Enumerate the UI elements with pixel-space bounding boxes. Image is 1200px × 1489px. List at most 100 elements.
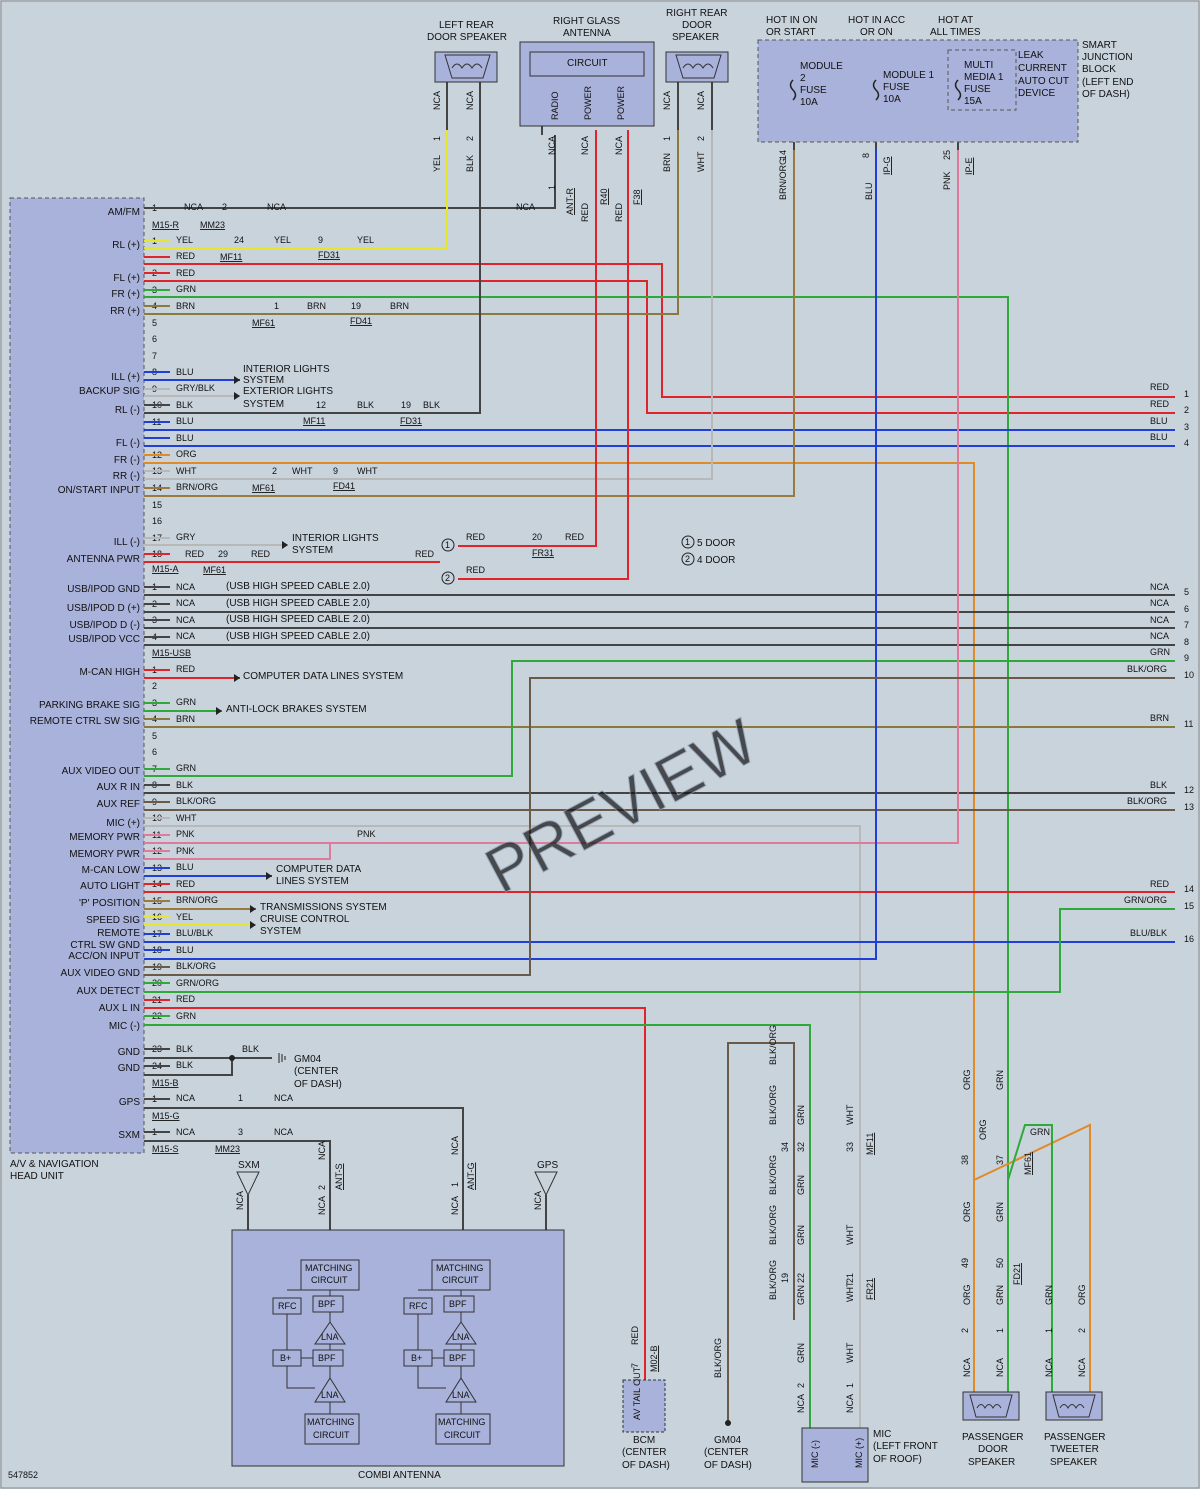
head-unit-pin-label: REMOTE xyxy=(97,928,140,939)
power-label-1: POWER xyxy=(583,85,593,120)
wire-vertical-label: NCA xyxy=(662,91,672,110)
radio-label: RADIO xyxy=(550,91,560,120)
conn-fd41: FD41 xyxy=(350,316,372,326)
wire-vertical-label: RED xyxy=(580,202,590,222)
wire-inline-label: BRN xyxy=(390,301,409,311)
conn-mf61-b: MF61 xyxy=(252,483,275,493)
wire-vertical-label: 7 xyxy=(630,1363,640,1368)
wire-inline-label: BLK xyxy=(176,1060,193,1070)
wire-inline-label: BRN xyxy=(176,301,195,311)
head-unit-pin-label: USB/IPOD VCC xyxy=(68,634,140,645)
system-note: LINES SYSTEM xyxy=(276,876,349,887)
head-unit-pin-label: M-CAN LOW xyxy=(82,865,141,876)
wire-inline-label: GRN xyxy=(176,284,196,294)
wire-inline-label: 1 xyxy=(274,301,279,311)
system-note: INTERIOR LIGHTS xyxy=(243,364,330,375)
wire-vertical-label: GRN xyxy=(796,1225,806,1245)
head-unit-pin-label: REMOTE CTRL SW SIG xyxy=(30,716,140,727)
leak-l2: CURRENT xyxy=(1018,63,1067,74)
left-rear-speaker-title-1: LEFT REAR xyxy=(439,20,494,31)
wire-inline-label: YEL xyxy=(176,235,193,245)
wire-vertical-label: PNK xyxy=(942,171,952,190)
wire-inline-label: 29 xyxy=(218,549,228,559)
wire-vertical-label: NCA xyxy=(1077,1358,1087,1377)
wire-inline-label: BLU xyxy=(176,945,194,955)
leak-l4: DEVICE xyxy=(1018,88,1056,99)
wire-inline-label: BLK xyxy=(176,1044,193,1054)
conn-mf61-pass: MF61 xyxy=(1023,1152,1033,1175)
gps-antenna-icon xyxy=(534,1171,558,1197)
conn-antg: ANT-G xyxy=(466,1162,476,1190)
head-unit-pin-label: AUX VIDEO OUT xyxy=(62,766,140,777)
bcm-title-3: OF DASH) xyxy=(622,1460,670,1471)
wire-inline-label: NCA xyxy=(176,598,195,608)
wire-path xyxy=(144,1007,646,1380)
wire-vertical-label: 34 xyxy=(780,1142,790,1152)
wire-inline-label: PNK xyxy=(176,846,195,856)
conn-fr31: FR31 xyxy=(532,548,554,558)
wire-inline-label: BRN xyxy=(1150,713,1169,723)
head-unit-pin-label: MIC (+) xyxy=(106,818,140,829)
wire-vertical-label: NCA xyxy=(614,136,624,155)
wire-path xyxy=(144,130,679,315)
wire-inline-label: NCA xyxy=(1150,598,1169,608)
ground-icon xyxy=(725,1420,731,1426)
conn-m15usb: M15-USB xyxy=(152,648,191,658)
conn-mf11-b: MF11 xyxy=(303,416,325,426)
wire-inline-label: YEL xyxy=(176,912,193,922)
lna-label: LNA xyxy=(452,1332,470,1342)
wire-inline-label: GRN xyxy=(176,697,196,707)
wire-inline-label: RED xyxy=(466,565,486,575)
wire-inline-label: BLK/ORG xyxy=(1127,664,1167,674)
wire-inline-label: RED xyxy=(466,532,486,542)
gm04-title-3: OF DASH) xyxy=(704,1460,752,1471)
hot-acc-title-1: HOT IN ACC xyxy=(848,15,905,26)
lna-label: LNA xyxy=(321,1332,339,1342)
conn-ipg: IP-G xyxy=(882,156,892,175)
wire-vertical-label: NCA xyxy=(696,91,706,110)
wire-vertical-label: NCA xyxy=(547,136,557,155)
wire-path xyxy=(144,280,1175,414)
gm04-side-1: GM04 xyxy=(294,1054,322,1065)
wire-vertical-label: BLU xyxy=(864,182,874,200)
wire-inline-label: 9 xyxy=(318,235,323,245)
conn-ants: ANT-S xyxy=(334,1163,344,1190)
bcm-inner-label: AV TAIL OUT xyxy=(632,1366,642,1420)
wire-inline-label: RED xyxy=(176,268,196,278)
system-note: ANTI-LOCK BRAKES SYSTEM xyxy=(226,704,367,715)
matching-label: MATCHING xyxy=(438,1417,485,1427)
wire-vertical-label: 1 xyxy=(547,185,557,190)
wire-vertical-label: WHT xyxy=(845,1281,855,1302)
wire-inline-label: 2 xyxy=(222,202,227,212)
mic-title-1: MIC xyxy=(873,1429,891,1440)
wire-inline-label: BLU/BLK xyxy=(1130,928,1167,938)
wire-vertical-label: BLK/ORG xyxy=(768,1025,778,1065)
wire-vertical-label: 1 xyxy=(450,1182,460,1187)
rfc-label: RFC xyxy=(278,1301,297,1311)
wire-vertical-label: BLK/ORG xyxy=(768,1085,778,1125)
wire-inline-label: 19 xyxy=(351,301,361,311)
wire-inline-label: ORG xyxy=(176,449,197,459)
right-terminal-number: 11 xyxy=(1184,719,1193,729)
wire-inline-label: 1 xyxy=(238,1093,243,1103)
head-unit-pin-label: MEMORY PWR xyxy=(69,832,140,843)
wire-inline-label: BLK xyxy=(176,400,193,410)
wire-vertical-label: WHT xyxy=(845,1224,855,1245)
wire-inline-label: NCA xyxy=(274,1127,293,1137)
option-2-icon xyxy=(441,571,455,585)
speaker-icon xyxy=(675,54,722,79)
wire-vertical-label: 2 xyxy=(317,1185,327,1190)
matching-circuit-box xyxy=(431,1259,491,1291)
wire-inline-label: RED xyxy=(251,549,271,559)
hot-start-title-1: HOT IN ON xyxy=(766,15,817,26)
head-unit-pin-label: ILL (-) xyxy=(114,537,140,548)
wire-inline-label: BLU xyxy=(176,416,194,426)
wire-vertical-label: NCA xyxy=(962,1358,972,1377)
wire-inline-label: BRN/ORG xyxy=(176,482,218,492)
fuse2-l3: 10A xyxy=(883,94,901,105)
pass-door-title-2: DOOR xyxy=(978,1444,1008,1455)
coil-icon xyxy=(976,1404,1002,1410)
conn-fd31: FD31 xyxy=(318,250,340,260)
wire-inline-label: WHT xyxy=(176,813,197,823)
head-unit-pin-label: ANTENNA PWR xyxy=(67,554,140,565)
